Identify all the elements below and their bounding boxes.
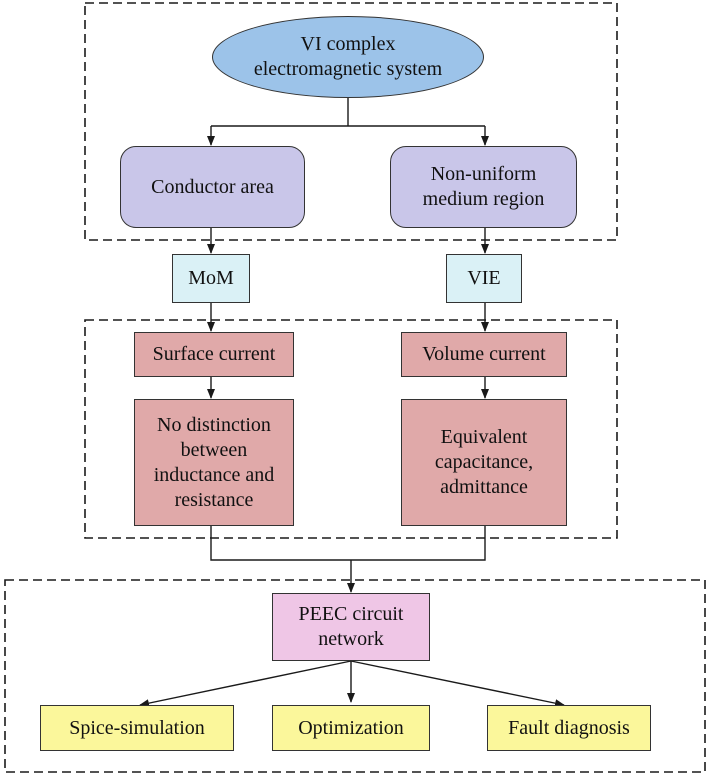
arrow-peec-to-spice: [139, 660, 352, 708]
node-peec-circuit-network-label: PEEC circuit network: [298, 603, 404, 650]
node-spice-simulation-label: Spice-simulation: [69, 716, 205, 739]
node-vi-complex-system: VI complex electromagnetic system: [212, 16, 484, 98]
node-optimization: Optimization: [272, 705, 430, 751]
node-equivalent-capacitance-label: Equivalent capacitance, admittance: [434, 426, 534, 498]
node-non-uniform-medium-region: Non-uniform medium region: [390, 146, 577, 228]
node-surface-current-label: Surface current: [152, 343, 276, 365]
node-vi-complex-system-label: VI complex electromagnetic system: [253, 33, 443, 80]
bottom-group-box: [4, 579, 706, 773]
node-surface-current: Surface current: [134, 332, 294, 377]
node-spice-simulation: Spice-simulation: [40, 705, 234, 751]
node-no-distinction: No distinction between inductance and re…: [134, 399, 294, 526]
node-conductor-area-label: Conductor area: [151, 175, 274, 198]
node-no-distinction-label: No distinction between inductance and re…: [153, 413, 275, 511]
node-vie: VIE: [446, 254, 522, 303]
node-volume-current: Volume current: [401, 332, 567, 377]
node-optimization-label: Optimization: [298, 716, 404, 739]
node-vie-label: VIE: [467, 267, 501, 289]
node-conductor-area: Conductor area: [120, 146, 305, 228]
node-mom-label: MoM: [188, 267, 234, 289]
connector-merge: [210, 526, 486, 561]
node-fault-diagnosis-label: Fault diagnosis: [508, 716, 630, 739]
top-group-box: [84, 2, 618, 241]
arrow-peec-to-fault: [350, 660, 565, 708]
node-volume-current-label: Volume current: [422, 343, 546, 365]
middle-group-box: [84, 319, 618, 539]
node-fault-diagnosis: Fault diagnosis: [487, 705, 651, 751]
node-equivalent-capacitance: Equivalent capacitance, admittance: [401, 399, 567, 526]
node-mom: MoM: [172, 254, 250, 303]
node-peec-circuit-network: PEEC circuit network: [272, 593, 430, 661]
node-non-uniform-medium-region-label: Non-uniform medium region: [422, 163, 545, 210]
